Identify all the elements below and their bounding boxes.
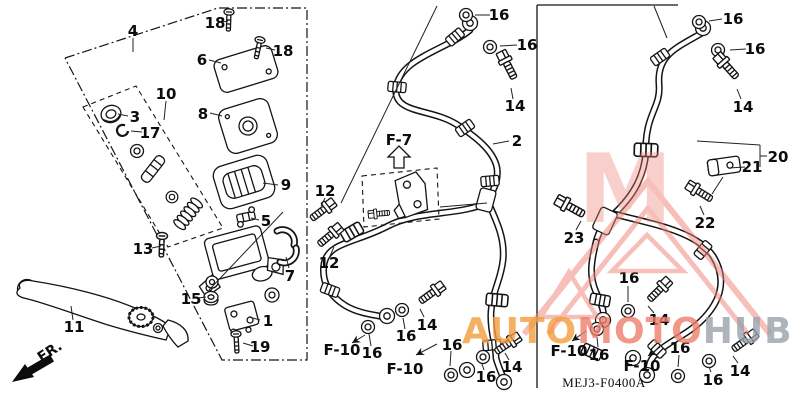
bolt-23 bbox=[552, 192, 588, 222]
washer-16 bbox=[394, 302, 410, 318]
boot-3 bbox=[100, 104, 122, 124]
bolt-22 bbox=[683, 178, 716, 206]
washer-16 bbox=[482, 39, 498, 55]
piston-assembly bbox=[140, 155, 166, 183]
screw-13 bbox=[155, 231, 169, 258]
bolt-12 bbox=[306, 195, 339, 225]
handlebar-clamp-7 bbox=[273, 226, 300, 267]
washer-16 bbox=[443, 367, 459, 383]
washer-16 bbox=[458, 7, 474, 23]
oil-bolt-14 bbox=[415, 278, 448, 308]
parts-kit-dashed-box bbox=[82, 85, 224, 248]
fr-direction-arrow bbox=[12, 354, 55, 382]
cup-seal bbox=[165, 190, 179, 204]
screw-18a bbox=[222, 7, 235, 32]
oil-bolt-14 bbox=[728, 326, 761, 356]
left-panel-border bbox=[64, 7, 308, 361]
oil-bolt-14 bbox=[493, 47, 522, 83]
hose-clamp-21 bbox=[706, 155, 742, 177]
bracket-bolt bbox=[367, 207, 391, 220]
reservoir-cover-6 bbox=[213, 45, 279, 93]
clamp-piece-5 bbox=[236, 206, 256, 228]
master-cylinder-body bbox=[198, 225, 284, 303]
kit-washer bbox=[129, 143, 145, 159]
reservoir-plate-8 bbox=[217, 97, 279, 155]
washer-16 bbox=[670, 368, 686, 384]
washer-16 bbox=[475, 349, 491, 365]
oil-bolt-14 bbox=[710, 49, 743, 83]
washer-16 bbox=[701, 353, 717, 369]
bracket-1 bbox=[224, 300, 260, 335]
f7-callout-box bbox=[361, 145, 440, 228]
brake-hose-2 bbox=[319, 14, 513, 391]
brake-lever-11 bbox=[16, 278, 189, 348]
diaphragm-9 bbox=[212, 154, 276, 210]
circlip-17 bbox=[115, 123, 130, 137]
spring bbox=[173, 197, 204, 231]
washer-16 bbox=[620, 303, 636, 319]
washer-16 bbox=[589, 321, 605, 337]
washer-16 bbox=[691, 14, 707, 30]
grommet-15 bbox=[203, 290, 219, 306]
leader-lines bbox=[70, 5, 767, 373]
screw-19 bbox=[230, 329, 243, 354]
oil-bolt-14 bbox=[643, 274, 675, 306]
hose-bracket bbox=[393, 171, 429, 220]
washer-16 bbox=[360, 319, 376, 335]
